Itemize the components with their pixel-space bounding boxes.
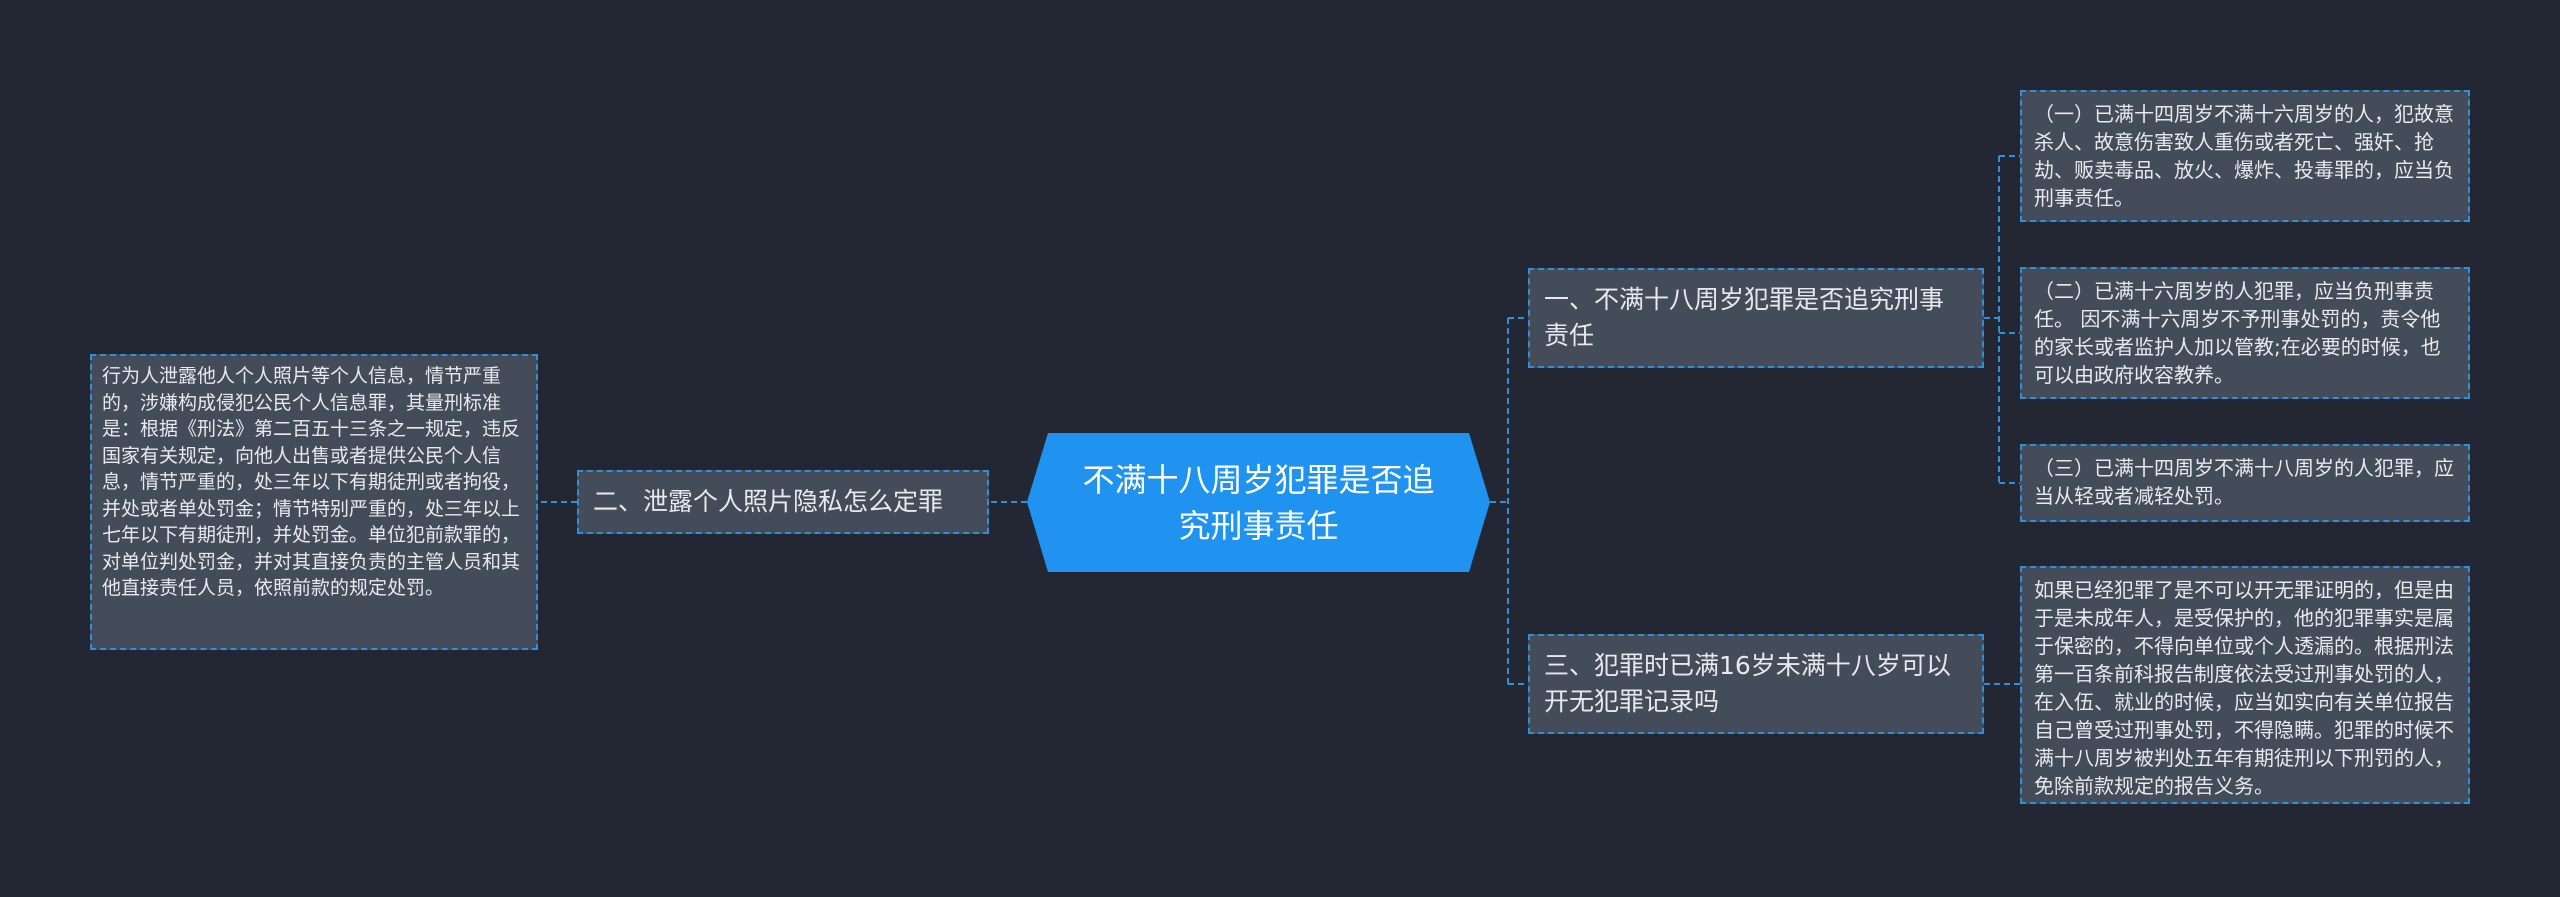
leaf-node-3-1[interactable]: 如果已经犯罪了是不可以开无罪证明的，但是由于是未成年人，是受保护的，他的犯罪事实… bbox=[2020, 566, 2470, 804]
branch-node-3[interactable]: 三、犯罪时已满16岁未满十八岁可以开无犯罪记录吗 bbox=[1528, 634, 1984, 734]
branch-node-2[interactable]: 二、泄露个人照片隐私怎么定罪 bbox=[577, 470, 989, 534]
leaf-node-1-2[interactable]: （二）已满十六周岁的人犯罪，应当负刑事责任。 因不满十六周岁不予刑事处罚的，责令… bbox=[2020, 267, 2470, 399]
leaf-node-1-1[interactable]: （一）已满十四周岁不满十六周岁的人，犯故意杀人、故意伤害致人重伤或者死亡、强奸、… bbox=[2020, 90, 2470, 222]
leaf-node-2-1[interactable]: 行为人泄露他人个人照片等个人信息，情节严重的，涉嫌构成侵犯公民个人信息罪，其量刑… bbox=[90, 354, 538, 650]
central-topic[interactable]: 不满十八周岁犯罪是否追究刑事责任 bbox=[1027, 433, 1490, 572]
leaf-node-1-3[interactable]: （三）已满十四周岁不满十八周岁的人犯罪，应当从轻或者减轻处罚。 bbox=[2020, 444, 2470, 522]
branch-node-1[interactable]: 一、不满十八周岁犯罪是否追究刑事责任 bbox=[1528, 268, 1984, 368]
